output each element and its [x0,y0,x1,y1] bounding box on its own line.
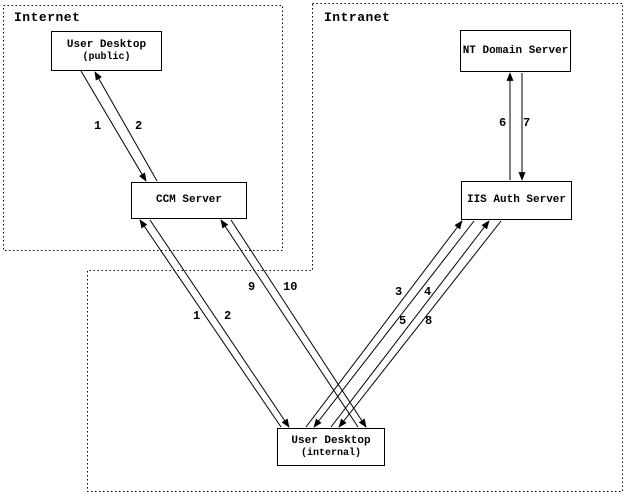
flow-label-5: 5 [399,314,407,328]
flow-label-10: 10 [283,280,298,294]
node-user-desktop-public: User Desktop (public) [51,31,162,71]
intranet-zone-outline [87,3,623,492]
node-title: IIS Auth Server [466,194,567,206]
flow-label-7: 7 [523,116,531,130]
node-user-desktop-internal: User Desktop (internal) [277,428,385,466]
internet-zone-outline [3,5,283,251]
flow-label-4: 4 [424,285,432,299]
flow-label-8: 8 [425,314,433,328]
node-iis-auth-server: IIS Auth Server [461,181,572,220]
node-subtitle: (internal) [300,448,361,459]
arrow-2-ccm-to-internal-desktop [149,219,290,428]
node-nt-domain-server: NT Domain Server [460,30,571,72]
node-title: NT Domain Server [462,44,569,57]
node-ccm-server: CCM Server [131,182,247,219]
flow-label-6: 6 [499,116,507,130]
node-title: CCM Server [155,194,222,206]
arrow-2-ccm-to-public-desktop [94,71,158,182]
arrow-8-iis-to-internal-desktop [338,220,502,428]
arrow-5-internal-desktop-to-iis [330,220,490,428]
flow-label-1-internal: 1 [193,309,201,323]
arrow-1-internal-desktop-to-ccm [139,219,282,428]
node-title: User Desktop [291,435,371,447]
node-subtitle: (public) [82,52,131,63]
intranet-zone-label: Intranet [324,10,391,25]
flow-label-2-internal: 2 [224,309,232,323]
node-title: User Desktop [66,39,147,51]
flow-label-1-public: 1 [94,119,102,133]
arrow-4-iis-to-internal-desktop [313,220,475,428]
arrow-3-internal-desktop-to-iis [305,220,463,428]
flow-label-2-public: 2 [135,119,143,133]
arrow-1-public-desktop-to-ccm [80,70,147,182]
arrow-9-internal-desktop-to-ccm [220,219,359,428]
internet-zone-label: Internet [14,10,81,25]
flow-label-3: 3 [395,285,403,299]
flow-label-9: 9 [248,280,256,294]
arrow-10-ccm-to-internal-desktop [230,219,367,428]
